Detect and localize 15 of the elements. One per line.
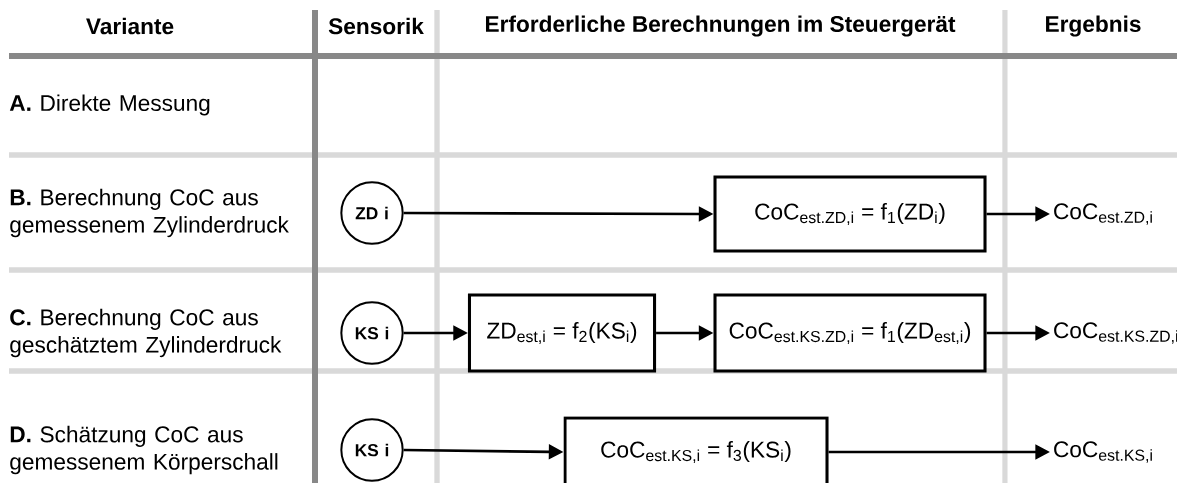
row-label: D. Schätzung CoC aus gemessenem Körperschall [10,425,278,475]
row-label: A. Direkte Messung [9,94,210,116]
result-text: CoC$_{est.KS,i}$ [1054,441,1152,463]
column-header: Variante [86,17,174,35]
formula-box: CoC$_{est.KS,i}$ = f$_{3}$(KS$_{i}$) [563,416,829,483]
column-header: Ergebnis [1046,15,1141,37]
result-text: CoC$_{est.ZD,i}$ [1054,203,1152,225]
column-header: Sensorik [328,17,424,35]
result-text: CoC$_{est.KS.ZD,i}$ [1054,322,1177,344]
formula-box: CoC$_{est.KS.ZD,i}$ = f$_{1}$(ZD$_{est,i}$) [713,293,987,373]
column-header: Erforderliche Berechnungen im Steuergerät [486,15,956,37]
formula-box: CoC$_{est.ZD,i}$ = f$_{1}$(ZD$_{i}$) [713,175,987,253]
row-label: C. Berechnung CoC aus geschätztem Zylinderdruck [10,308,282,358]
formula-box: ZD$_{est,i}$ = f$_{2}$(KS$_{i}$) [467,293,657,373]
row-label: B. Berechnung CoC aus gemessenem Zylinderdruck [10,188,289,238]
